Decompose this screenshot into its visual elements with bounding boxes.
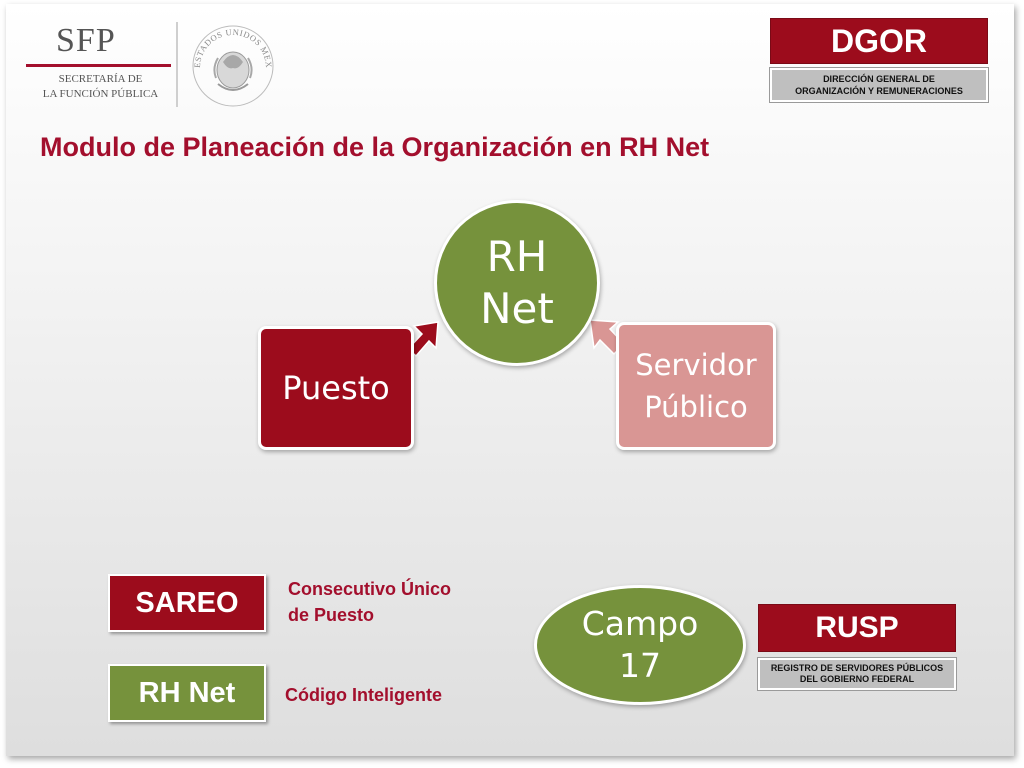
dgor-acronym: DGOR xyxy=(770,18,988,64)
page-title: Modulo de Planeación de la Organización … xyxy=(40,132,710,162)
header-divider xyxy=(176,22,178,107)
servidor-line1: Servidor xyxy=(635,348,757,382)
sareo-desc-line1: Consecutivo Único xyxy=(288,579,452,599)
campo-line1: Campo xyxy=(581,604,699,643)
rusp-acronym: RUSP xyxy=(758,604,956,652)
sfp-logo-subtitle: SECRETARÍA DE LA FUNCIÓN PÚBLICA xyxy=(28,72,173,102)
rusp-line1: REGISTRO DE SERVIDORES PÚBLICOS xyxy=(770,663,944,673)
rhnet-description: Código Inteligente xyxy=(285,685,442,705)
sfp-logo: SFP SECRETARÍA DE LA FUNCIÓN PÚBLICA xyxy=(26,22,171,102)
campo-17-ellipse: Campo 17 xyxy=(534,585,746,705)
slide: SFP SECRETARÍA DE LA FUNCIÓN PÚBLICA EST… xyxy=(6,4,1014,756)
rusp-badge: RUSP REGISTRO DE SERVIDORES PÚBLICOS DEL… xyxy=(758,604,956,690)
dgor-badge: DGOR DIRECCIÓN GENERAL DE ORGANIZACIÓN Y… xyxy=(770,18,988,102)
puesto-box: Puesto xyxy=(258,326,414,450)
rusp-line2: DEL GOBIERNO FEDERAL xyxy=(799,674,915,684)
servidor-line2: Público xyxy=(644,390,748,424)
national-seal-icon: ESTADOS UNIDOS MEXICANOS xyxy=(188,18,274,107)
dgor-line2: ORGANIZACIÓN Y REMUNERACIONES xyxy=(795,86,963,96)
campo-line2: 17 xyxy=(619,646,661,685)
rhnet-tag: RH Net xyxy=(108,664,266,722)
sareo-description: Consecutivo Único de Puesto xyxy=(288,576,488,628)
sareo-tag: SAREO xyxy=(108,574,266,632)
servidor-publico-box: Servidor Público xyxy=(616,322,776,450)
dgor-line1: DIRECCIÓN GENERAL DE xyxy=(823,74,935,84)
sfp-logo-line1: SECRETARÍA DE xyxy=(58,73,143,85)
rhnet-circle-line2: Net xyxy=(480,284,554,333)
dgor-description: DIRECCIÓN GENERAL DE ORGANIZACIÓN Y REMU… xyxy=(770,68,988,102)
sfp-logo-line2: LA FUNCIÓN PÚBLICA xyxy=(42,88,159,100)
puesto-label: Puesto xyxy=(282,369,390,407)
rhnet-circle-line1: RH xyxy=(486,232,548,281)
sareo-desc-line2: de Puesto xyxy=(288,605,375,625)
sfp-logo-line xyxy=(26,64,171,67)
sfp-logo-mark: SFP xyxy=(56,22,116,59)
rusp-description: REGISTRO DE SERVIDORES PÚBLICOS DEL GOBI… xyxy=(758,658,956,690)
rhnet-circle: RH Net xyxy=(434,200,600,366)
